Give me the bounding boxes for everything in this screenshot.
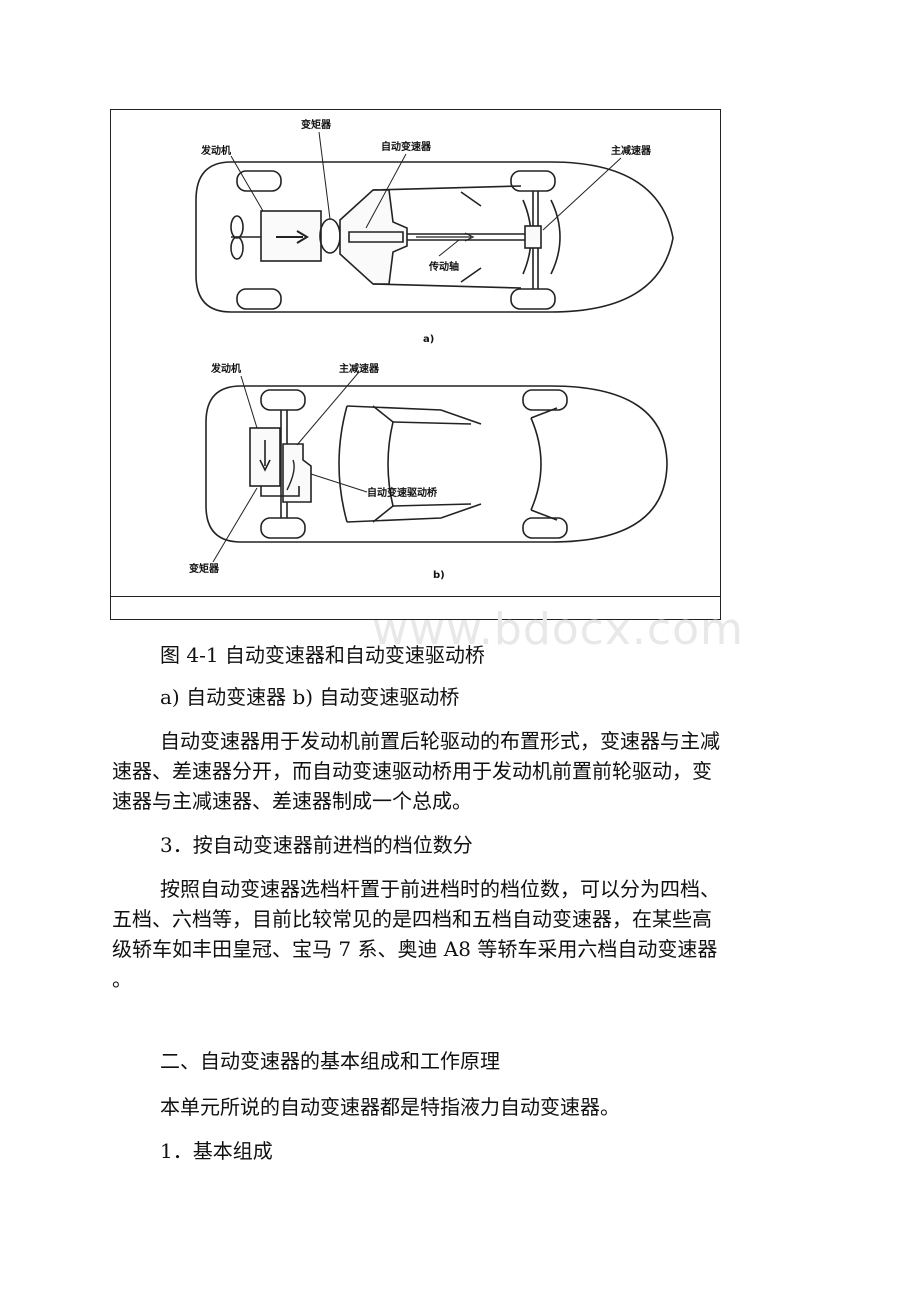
figure-subcaption: a) 自动变速器 b) 自动变速驱动桥	[160, 685, 460, 709]
label-b-final-drive: 主减速器	[339, 362, 380, 375]
label-a-caption: a)	[423, 334, 434, 345]
label-a-drive-shaft: 传动轴	[428, 260, 459, 273]
figure-divider	[111, 596, 720, 597]
fan-a	[230, 215, 244, 239]
label-b-transaxle: 自动变速驱动桥	[367, 486, 438, 499]
wheel-a-rl	[510, 170, 556, 192]
label-b-engine: 发动机	[210, 362, 241, 375]
label-a-auto-transmission: 自动变速器	[381, 140, 432, 153]
label-b-caption: b)	[433, 570, 445, 581]
figure-caption: 图 4-1 自动变速器和自动变速驱动桥	[160, 643, 485, 667]
paragraph-2-line-1: 按照自动变速器选档杆置于前进档时的档位数，可以分为四档、	[160, 877, 720, 901]
label-a-engine: 发动机	[200, 144, 231, 157]
paragraph-1-line-2: 速器、差速器分开，而自动变速驱动桥用于发动机前置前轮驱动，变	[112, 759, 712, 783]
paragraph-1-line-3: 速器与主减速器、差速器制成一个总成。	[112, 789, 472, 813]
figure-4-1: 发动机 变矩器 自动变速器 主减速器 传动轴 a)	[110, 109, 721, 620]
label-a-final-drive: 主减速器	[611, 144, 652, 157]
wheel-b-rl	[522, 389, 568, 411]
wheel-b-fr	[260, 517, 306, 539]
paragraph-2-line-4: 。	[112, 967, 132, 991]
paragraph-1-line-1: 自动变速器用于发动机前置后轮驱动的布置形式，变速器与主减	[160, 729, 720, 753]
heading-3: 3．按自动变速器前进档的档位数分	[160, 833, 473, 857]
section-2-title: 二、自动变速器的基本组成和工作原理	[160, 1049, 500, 1073]
wheel-a-fr	[236, 288, 282, 310]
watermark: www.bdocx.com	[372, 604, 744, 655]
drivetrain-diagram: 发动机 变矩器 自动变速器 主减速器 传动轴 a)	[189, 118, 674, 581]
heading-1: 1．基本组成	[160, 1139, 273, 1163]
label-b-torque-converter: 变矩器	[189, 562, 220, 575]
torque-converter-a	[319, 218, 341, 254]
wheel-a-rr	[510, 288, 556, 310]
transmission-a	[339, 189, 408, 285]
paragraph-2-line-3: 级轿车如丰田皇冠、宝马 7 系、奥迪 A8 等轿车采用六档自动变速器	[112, 937, 718, 961]
paragraph-2-line-2: 五档、六档等，目前比较常见的是四档和五档自动变速器，在某些高	[112, 907, 712, 931]
car-body-b	[205, 385, 668, 543]
paragraph-3: 本单元所说的自动变速器都是特指液力自动变速器。	[160, 1095, 620, 1119]
car-body-a	[195, 161, 674, 313]
wheel-b-rr	[522, 517, 568, 539]
label-a-torque-converter: 变矩器	[301, 118, 332, 131]
wheel-b-fl	[260, 389, 306, 411]
transaxle-b	[282, 443, 312, 503]
differential-a	[524, 225, 542, 249]
wheel-a-fl	[236, 170, 282, 192]
